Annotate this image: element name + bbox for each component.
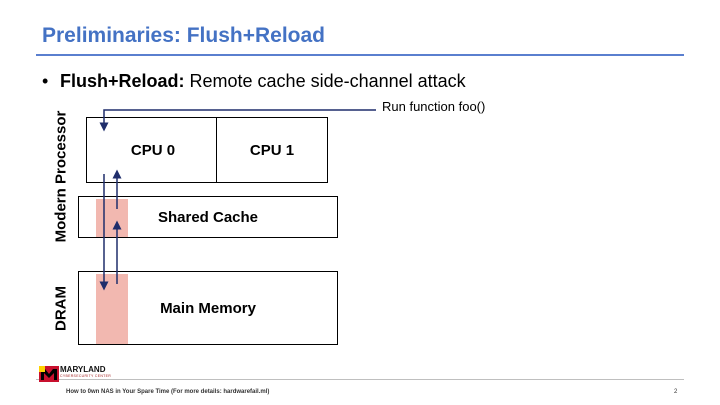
- main-memory-box: Main Memory: [78, 271, 338, 345]
- bullet-text: Remote cache side-channel attack: [184, 71, 466, 91]
- maryland-logo-icon: [39, 366, 59, 382]
- cpu0-box: CPU 0: [86, 117, 220, 183]
- org-subtitle: CYBERSECURITY CENTER: [60, 374, 112, 378]
- shared-cache-box: Shared Cache: [78, 196, 338, 238]
- cpu1-label: CPU 1: [249, 141, 295, 159]
- footer-talk-title: How to 0wn NAS in Your Spare Time (For m…: [66, 389, 270, 395]
- bullet-bold-text: Flush+Reload:: [60, 71, 185, 91]
- modern-processor-label: Modern Processor: [52, 110, 70, 243]
- bullet-marker: •: [42, 71, 49, 91]
- slide-title: Preliminaries: Flush+Reload: [42, 24, 326, 47]
- cpu0-label: CPU 0: [130, 141, 176, 159]
- org-name: MARYLAND: [60, 365, 106, 374]
- footer-divider: [36, 379, 684, 380]
- shared-cache-label: Shared Cache: [157, 208, 259, 226]
- title-underline: [36, 54, 684, 56]
- page-number: 2: [674, 389, 678, 395]
- dram-label: DRAM: [52, 286, 70, 331]
- main-memory-label: Main Memory: [160, 299, 256, 317]
- cpu1-box: CPU 1: [216, 117, 328, 183]
- bullet-item: • Flush+Reload: Remote cache side-channel…: [42, 71, 466, 92]
- run-function-label: Run function foo(): [382, 99, 486, 114]
- highlight-bar-cache: [96, 199, 128, 237]
